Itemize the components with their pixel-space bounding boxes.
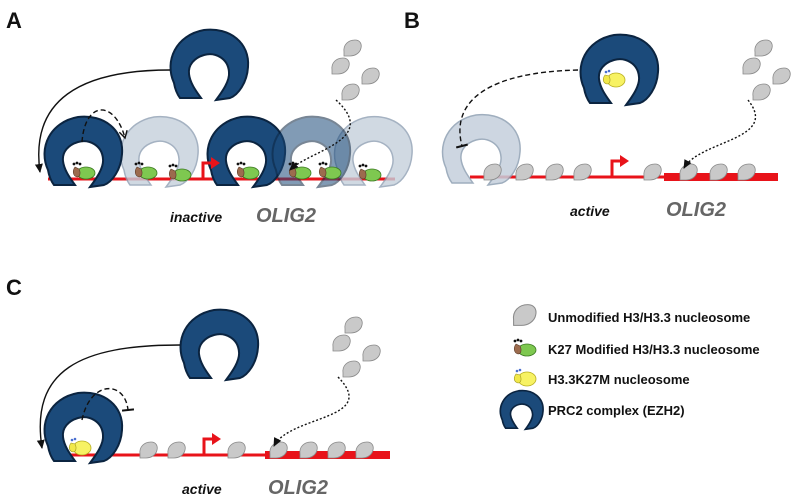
prc2-complex-icon (179, 308, 260, 381)
recruitment-arrow (34, 69, 171, 173)
grey-nucleosome-icon (512, 303, 537, 327)
state-label-b: active (570, 203, 610, 219)
h33k27m-nucleosome (68, 437, 92, 456)
prc2-faded-icon (441, 113, 521, 186)
panel-letter-a: A (6, 8, 22, 33)
tss-arrow-icon (610, 153, 631, 179)
h33k27m-nucleosome (602, 69, 626, 88)
free-nucleosome (332, 334, 351, 352)
nucleosome-incorporation-arrow (289, 99, 351, 171)
k27-modified-nucleosome (358, 163, 382, 182)
free-nucleosome (742, 57, 761, 75)
gene-label-a: OLIG2 (256, 205, 316, 227)
free-nucleosome (341, 83, 360, 101)
panel-c: C active OLIG2 (6, 275, 390, 499)
inhibition-arrow (455, 69, 579, 149)
gene-label-c: OLIG2 (268, 477, 328, 499)
legend: Unmodified H3/H3.3 nucleosome K27 Modifi… (499, 303, 760, 431)
free-nucleosome (331, 57, 350, 75)
free-nucleosome (752, 83, 771, 101)
free-nucleosome (361, 67, 380, 85)
prc2-complex-icon (169, 28, 250, 101)
nucleosome-incorporation-arrow (273, 376, 350, 447)
legend-label-h33k27m: H3.3K27M nucleosome (548, 372, 690, 387)
prc2-complex-icon (499, 389, 544, 431)
panel-letter-b: B (404, 8, 420, 33)
recruitment-arrow (36, 344, 181, 449)
legend-label-k27-modified: K27 Modified H3/H3.3 nucleosome (548, 342, 760, 357)
nucleosome-incorporation-arrow (683, 99, 757, 169)
panel-a: A inactive OLIG2 (6, 8, 413, 227)
k27-modified-nucleosome (236, 161, 260, 180)
gene-label-b: OLIG2 (666, 199, 726, 221)
free-nucleosome (362, 344, 381, 362)
free-nucleosome (342, 360, 361, 378)
green-methylated-nucleosome-icon (513, 338, 537, 357)
free-nucleosome (343, 39, 362, 57)
k27-modified-nucleosome (72, 161, 96, 180)
legend-label-prc2: PRC2 complex (EZH2) (548, 403, 685, 418)
tss-arrow-icon (202, 431, 223, 457)
inhibition-arrow (81, 387, 135, 421)
state-label-c: active (182, 481, 222, 497)
state-label-a: inactive (170, 209, 222, 225)
legend-label-unmodified: Unmodified H3/H3.3 nucleosome (548, 310, 750, 325)
panel-letter-c: C (6, 275, 22, 300)
yellow-k27m-nucleosome-icon (513, 368, 537, 387)
spreading-arrow (81, 109, 128, 143)
panel-b: B active OLIG2 (404, 8, 791, 221)
free-nucleosome (772, 67, 791, 85)
free-nucleosome (754, 39, 773, 57)
free-nucleosome (344, 316, 363, 334)
prc2-complex-icon (579, 33, 660, 106)
